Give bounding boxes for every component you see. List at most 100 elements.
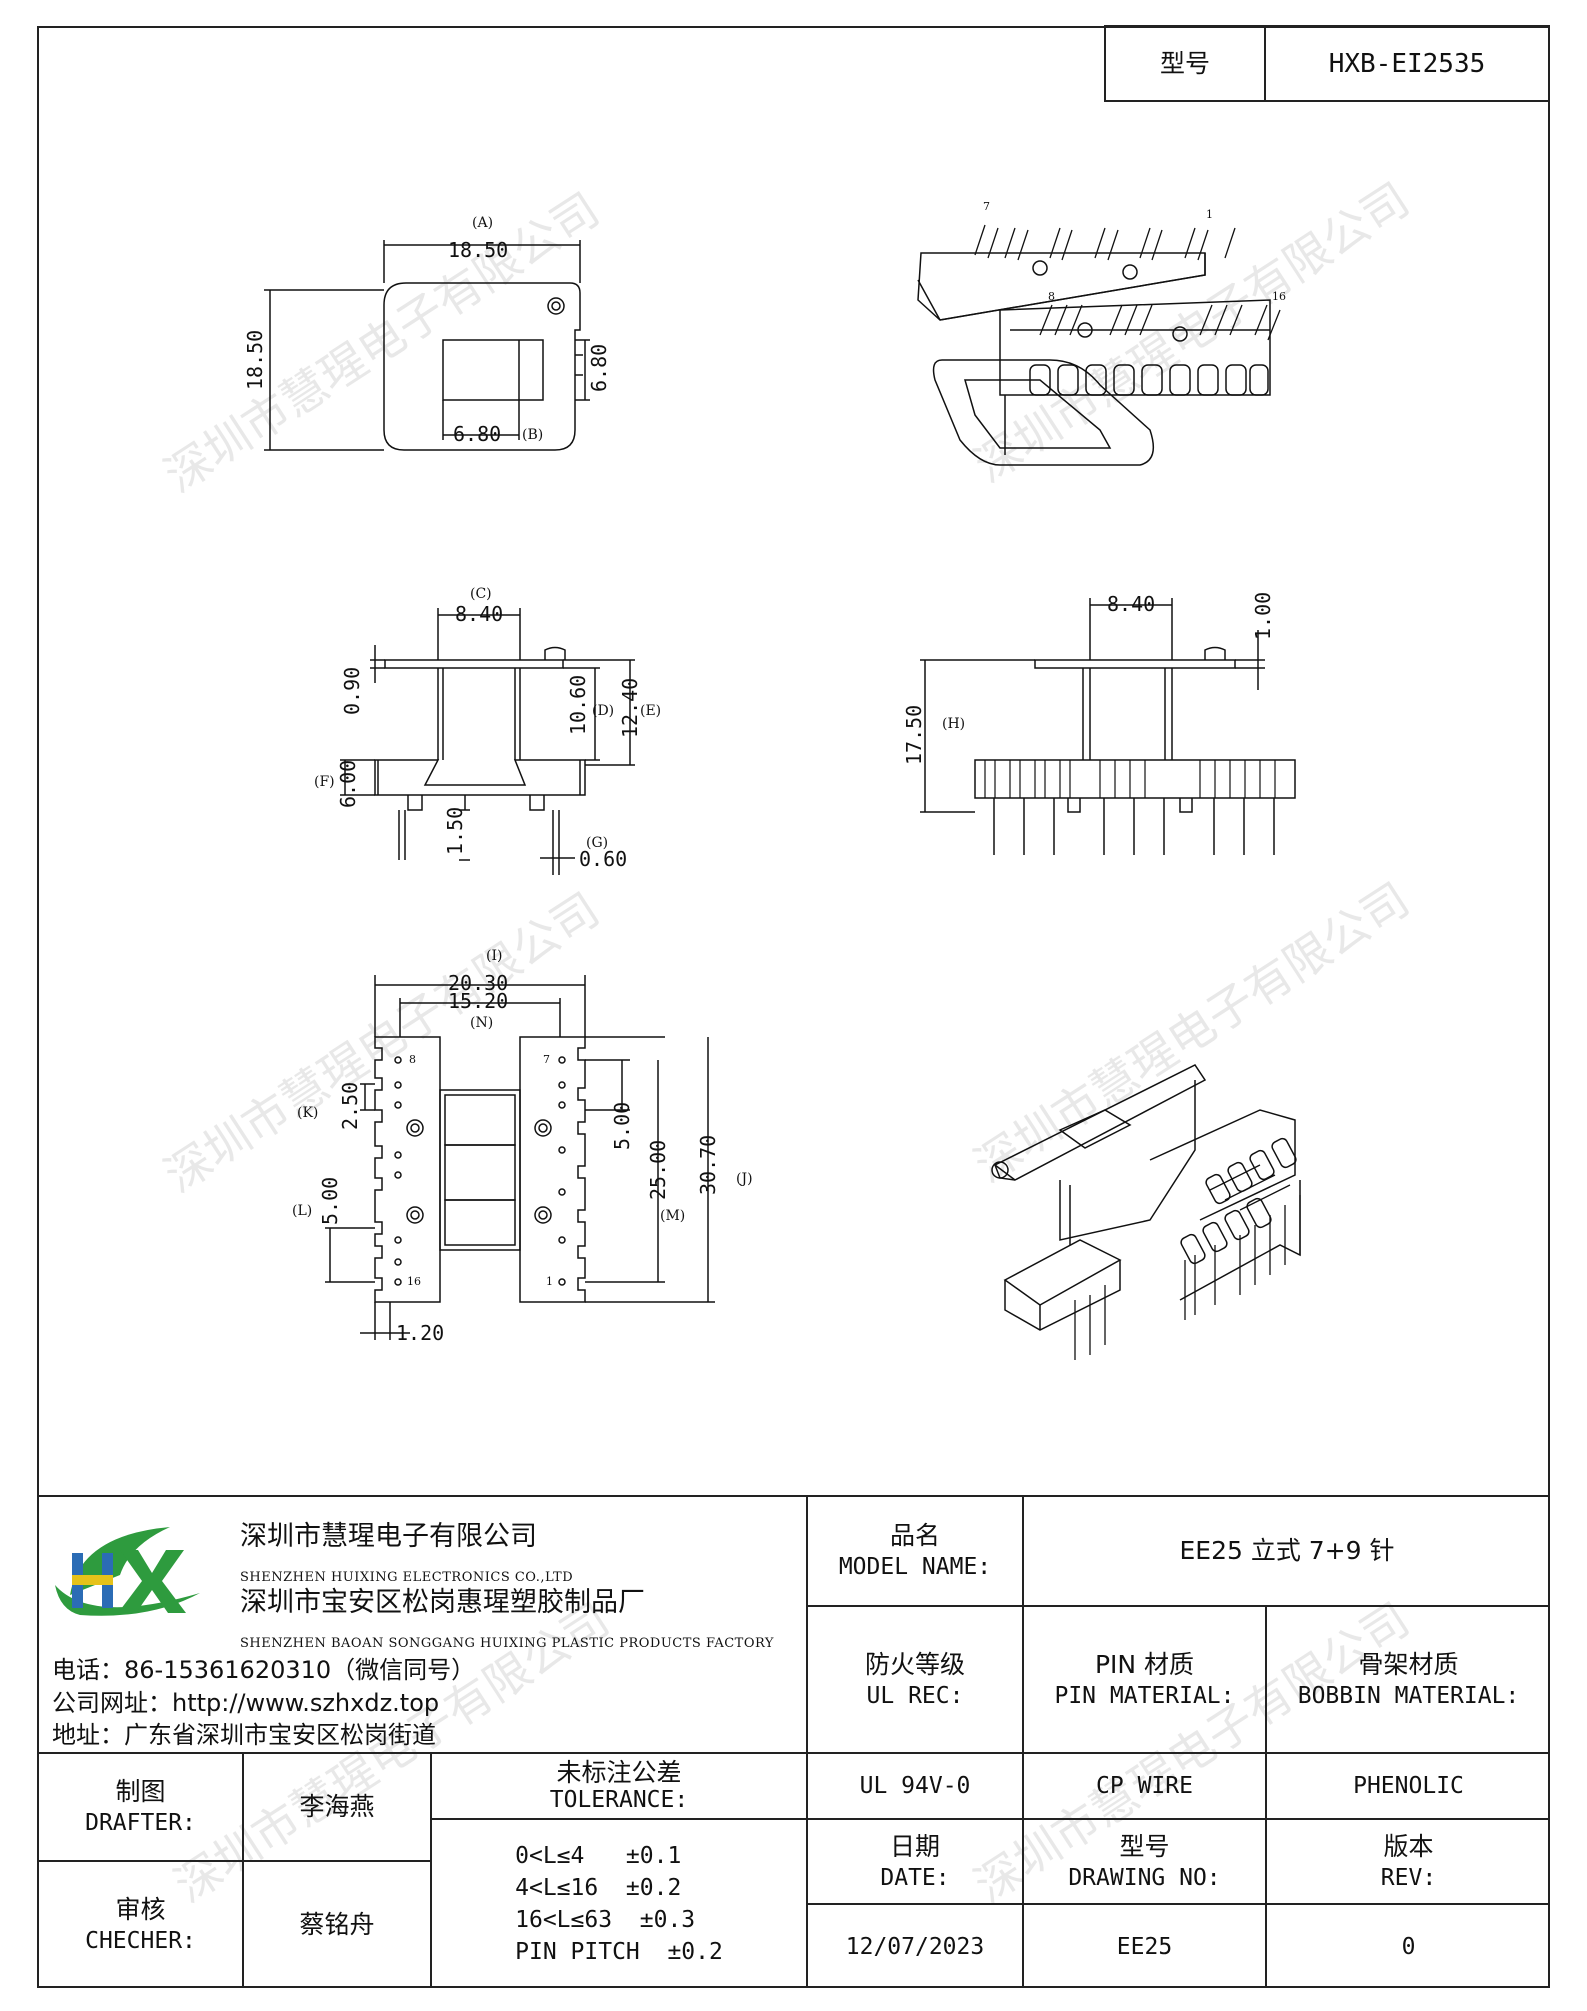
checker-name: 蔡铭舟 [299,1910,375,1939]
model-name-en: MODEL NAME: [838,1554,992,1580]
bobbin-material-cn: 骨架材质 [1358,1649,1459,1679]
factory-name-en: SHENZHEN BAOAN SONGGANG HUIXING PLASTIC … [240,1636,774,1651]
dim-m: 25.00 [646,1140,670,1200]
factory-name-cn: 深圳市宝安区松岗惠瑆塑胶制品厂 [240,1587,645,1618]
date-value: 12/07/2023 [845,1933,985,1960]
dim-tag-i: (I) [486,948,502,964]
drawing-no-value: EE25 [1116,1933,1173,1960]
drafter-label: 制图 DRAFTER: [39,1754,242,1860]
checker-cn: 审核 [115,1895,166,1924]
dim-tag-g: (G) [586,835,608,851]
dim-150: 1.50 [443,807,467,855]
pin-material-cn: PIN 材质 [1094,1649,1195,1679]
dim-left: 18.50 [243,330,267,390]
bobbin-material-value: PHENOLIC [1353,1773,1464,1799]
drawing-no-en: DRAWING NO: [1068,1864,1221,1891]
bobbin-front-view [920,598,1296,855]
bobbin-material-en: BOBBIN MATERIAL: [1297,1682,1520,1709]
ul-rec-cn: 防火等级 [864,1649,965,1679]
company-phone: 电话：86-15361620310（微信同号） [52,1656,476,1684]
dim-k: 2.50 [338,1082,362,1130]
date-label: 日期 DATE: [808,1820,1022,1903]
bobbin-bottom-view [325,975,715,1340]
drawing-sheet [37,26,1550,1988]
dim-tag-f: (F) [314,774,335,790]
date-cn: 日期 [889,1831,940,1861]
pin-material-en: PIN MATERIAL: [1054,1682,1235,1709]
tolerance-line: 0<L≤4 ±0.1 [515,1843,682,1869]
dim-f: 6.00 [336,760,360,808]
tolerance-line: 16<L≤63 ±0.3 [515,1907,696,1933]
tolerance-line: PIN PITCH ±0.2 [515,1939,723,1965]
dim-tag-k: (K) [297,1105,318,1121]
company-address: 地址：广东省深圳市宝安区松岗街道 [52,1721,436,1749]
dim-tag-j: (J) [736,1171,753,1187]
tolerance-table: 0<L≤4 ±0.1 4<L≤16 ±0.2 16<L≤63 ±0.3 PIN … [432,1820,806,1988]
company-name-cn: 深圳市慧瑆电子有限公司 [240,1521,537,1552]
checker-en: CHECHER: [85,1928,196,1954]
header-model-value: HXB-EI2535 [1328,48,1486,79]
dim-tag-d: (D) [592,703,614,719]
dim-e: 12.40 [618,678,642,738]
model-name-cn: 品名 [889,1521,940,1550]
date-en: DATE: [880,1864,950,1891]
dim-l: 5.00 [318,1177,342,1225]
dim-tag-l: (L) [292,1203,312,1219]
flange-top-view [264,240,590,451]
bottom-pin-16: 16 [407,1275,421,1288]
dim-g: 0.60 [579,847,627,871]
dim-120: 1.20 [396,1321,444,1345]
dim-500: 5.00 [610,1102,634,1150]
iso-pin-16: 16 [1272,290,1286,303]
dim-tag-b: (B) [522,427,543,443]
company-logo: HX [50,1515,200,1616]
front-tag-h: (H) [942,716,965,732]
dim-tag-e: (E) [640,703,661,719]
company-website: 公司网址：http://www.szhxdz.top [52,1689,440,1717]
logo-text: HX [50,1515,52,1516]
dim-tag-m: (M) [660,1208,685,1224]
rev-label: 版本 REV: [1267,1820,1550,1903]
ul-rec-label: 防火等级 UL REC: [808,1607,1022,1752]
drafter-cn: 制图 [115,1777,166,1806]
pin-material-value: CP WIRE [1096,1773,1193,1799]
bobbin-side-view [340,608,635,875]
company-name-en: SHENZHEN HUIXING ELECTRONICS CO.,LTD [240,1570,574,1585]
front-dim-top: 8.40 [1107,592,1155,616]
drafter-en: DRAFTER: [85,1810,196,1836]
dim-tag-c: (C) [470,586,492,602]
dim-d: 10.60 [566,675,590,735]
drafter-name: 李海燕 [299,1792,375,1821]
front-dim-100: 1.00 [1251,592,1275,640]
tolerance-en: TOLERANCE: [549,1787,689,1813]
model-name-label: 品名 MODEL NAME: [808,1497,1022,1605]
drawing-no-cn: 型号 [1119,1831,1170,1861]
tolerance-cn: 未标注公差 [556,1758,682,1787]
dim-right: 6.80 [587,344,611,392]
front-dim-h: 17.50 [902,705,926,765]
iso-pin-7: 7 [983,200,990,213]
dim-090: 0.90 [340,667,364,715]
bobbin-material-label: 骨架材质 BOBBIN MATERIAL: [1267,1607,1550,1752]
ul-rec-en: UL REC: [866,1682,964,1709]
dim-j: 30.70 [696,1135,720,1195]
technical-drawing: (A) 18.50 18.50 6.80 (B) 6.80 7 1 8 16 (… [243,200,1301,1360]
dim-i: 20.30 [448,971,508,995]
bobbin-iso-top [917,224,1281,466]
rev-en: REV: [1380,1864,1437,1891]
rev-value: 0 [1401,1933,1416,1960]
iso-pin-1: 1 [1206,208,1213,221]
dim-tag-n: (N) [470,1015,493,1031]
iso-pin-8: 8 [1048,290,1055,303]
model-name-value: EE25 立式 7+9 针 [1179,1536,1395,1565]
dim-c: 8.40 [455,602,503,626]
rev-cn: 版本 [1383,1831,1434,1861]
dim-a: 18.50 [448,238,508,262]
header-model-label: 型号 [1159,48,1210,78]
ul-rec-value: UL 94V-0 [859,1773,971,1799]
dim-n: 15.20 [448,989,508,1013]
bottom-pin-7: 7 [543,1053,550,1066]
checker-label: 审核 CHECHER: [39,1862,242,1988]
dim-b: 6.80 [453,422,501,446]
dim-tag-a: (A) [472,215,493,231]
